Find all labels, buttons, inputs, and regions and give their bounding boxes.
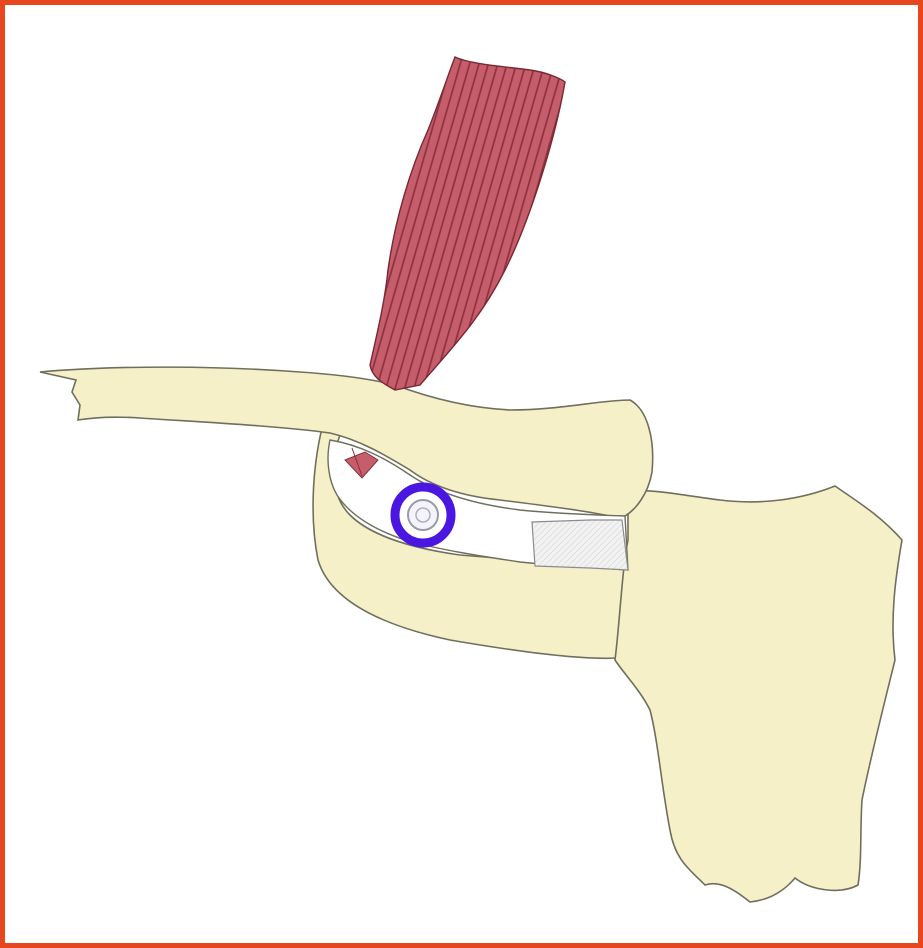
bone-block <box>615 486 902 902</box>
cartilage-patch <box>532 520 628 570</box>
ring-marker-inner <box>408 500 438 530</box>
muscle-belly <box>370 57 565 390</box>
